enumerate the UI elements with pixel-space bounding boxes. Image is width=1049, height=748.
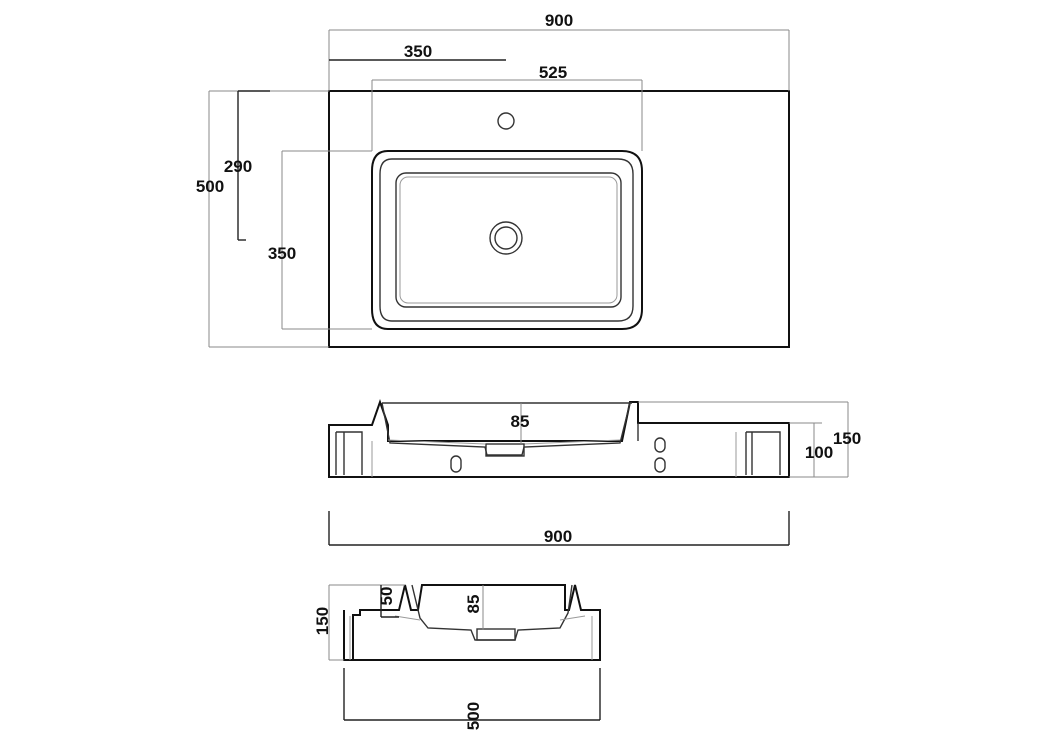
dim-label-bowl-width: 525 <box>539 63 567 82</box>
dim-label-depth: 500 <box>196 177 224 196</box>
front-view-right-panel <box>745 431 781 475</box>
dim-label-front-height: 150 <box>833 429 861 448</box>
top-view-basin-inner <box>399 176 618 304</box>
dim-label-front-bowl-depth: 85 <box>511 412 530 431</box>
top-view-basin <box>395 172 622 308</box>
tap-hole-icon <box>497 112 515 130</box>
top-view-bowl-outer <box>371 150 643 330</box>
side-view-drain <box>476 628 516 641</box>
side-view: 150 50 85 500 <box>313 584 601 730</box>
dim-label-bowl-depth: 350 <box>268 244 296 263</box>
dim-label-side-height: 150 <box>313 607 332 635</box>
dim-label-skirt: 100 <box>805 443 833 462</box>
front-view-left-panel <box>335 431 363 475</box>
mount-slot-right-bottom-icon <box>654 457 666 473</box>
side-view-outline <box>343 584 601 661</box>
dim-label-bowl-top: 290 <box>224 157 252 176</box>
front-view-outline <box>328 398 790 478</box>
front-view-drain <box>485 443 525 457</box>
dim-label-side-bowl-depth: 85 <box>464 595 483 614</box>
front-view-bowl <box>381 402 632 456</box>
drain-inner-icon <box>494 226 518 250</box>
front-view: 85 100 150 900 <box>328 398 861 546</box>
top-view-bowl-rim <box>379 158 634 322</box>
dim-label-side-depth: 500 <box>464 702 483 730</box>
dim-label-rim: 50 <box>377 587 396 606</box>
drain-outer-icon <box>489 221 523 255</box>
top-view: 900 350 525 500 290 350 <box>196 11 790 348</box>
dim-label-tap-offset: 350 <box>404 42 432 61</box>
dim-label-front-width: 900 <box>544 527 572 546</box>
mount-slot-left-icon <box>450 455 462 473</box>
mount-slot-right-top-icon <box>654 437 666 453</box>
dim-label-width-900: 900 <box>545 11 573 30</box>
